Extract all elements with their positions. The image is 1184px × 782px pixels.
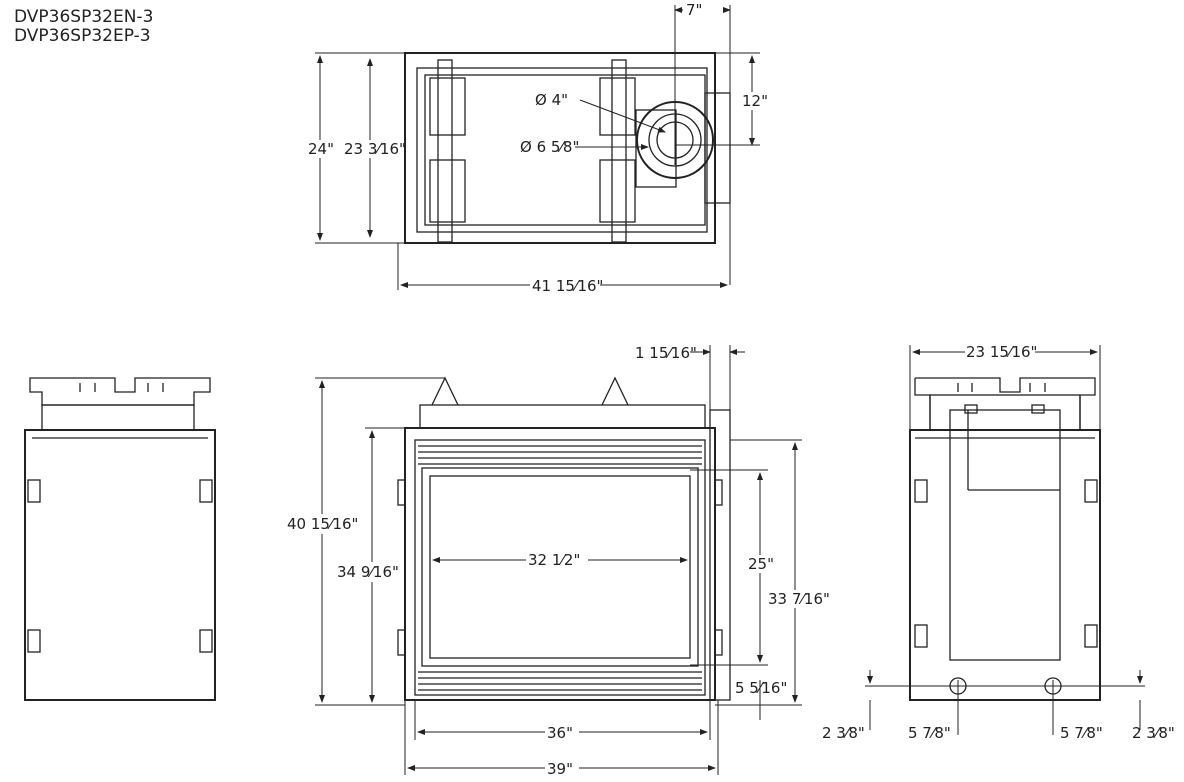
model-numbers: DVP36SP32EN-3 DVP36SP32EP-3 — [14, 8, 153, 46]
dim-front-width: 39" — [547, 760, 573, 778]
dim-side-depth: 23 15⁄16" — [966, 343, 1037, 361]
dim-outer-flue-diameter: Ø 6 5⁄8" — [520, 138, 579, 156]
dim-flue-offset: 7" — [686, 1, 702, 19]
dim-gas-left-offset: 5 7⁄8" — [908, 724, 951, 742]
dim-front-height-body: 34 9⁄16" — [337, 563, 399, 581]
dim-glass-height: 25" — [748, 555, 774, 573]
dim-front-height-overall: 40 15⁄16" — [287, 515, 358, 533]
dim-gas-right-offset: 5 7⁄8" — [1060, 724, 1103, 742]
model-number: DVP36SP32EN-3 — [14, 7, 154, 27]
dim-top-depth-inner: 23 3⁄16" — [344, 140, 406, 158]
dim-gas-left-edge: 2 3⁄8" — [822, 724, 865, 742]
top-view: 7" 12" 24" 23 3⁄16" 41 15⁄16" Ø 4" Ø 6 5… — [306, 1, 768, 295]
dim-gas-right-edge: 2 3⁄8" — [1132, 724, 1175, 742]
dim-inner-flue-diameter: Ø 4" — [535, 91, 568, 109]
dim-top-depth-overall: 24" — [308, 140, 334, 158]
model-number: DVP36SP32EP-3 — [14, 26, 151, 46]
dim-opening-width: 36" — [547, 724, 573, 742]
dim-base-height: 5 5⁄16" — [735, 679, 787, 697]
front-view: 40 15⁄16" 34 9⁄16" 32 1⁄2" 25" 33 7⁄16" … — [286, 344, 830, 778]
dim-vent-depth: 1 15⁄16" — [635, 344, 697, 362]
dim-top-width: 41 15⁄16" — [532, 277, 603, 295]
dim-glass-width: 32 1⁄2" — [528, 551, 580, 569]
dim-frame-height: 33 7⁄16" — [768, 590, 830, 608]
left-side-view — [24, 377, 216, 701]
dim-flue-center-depth: 12" — [742, 92, 768, 110]
right-side-view: 23 15⁄16" 2 3⁄8" 5 7⁄8" 5 7⁄8" 2 3⁄8" — [822, 343, 1175, 742]
